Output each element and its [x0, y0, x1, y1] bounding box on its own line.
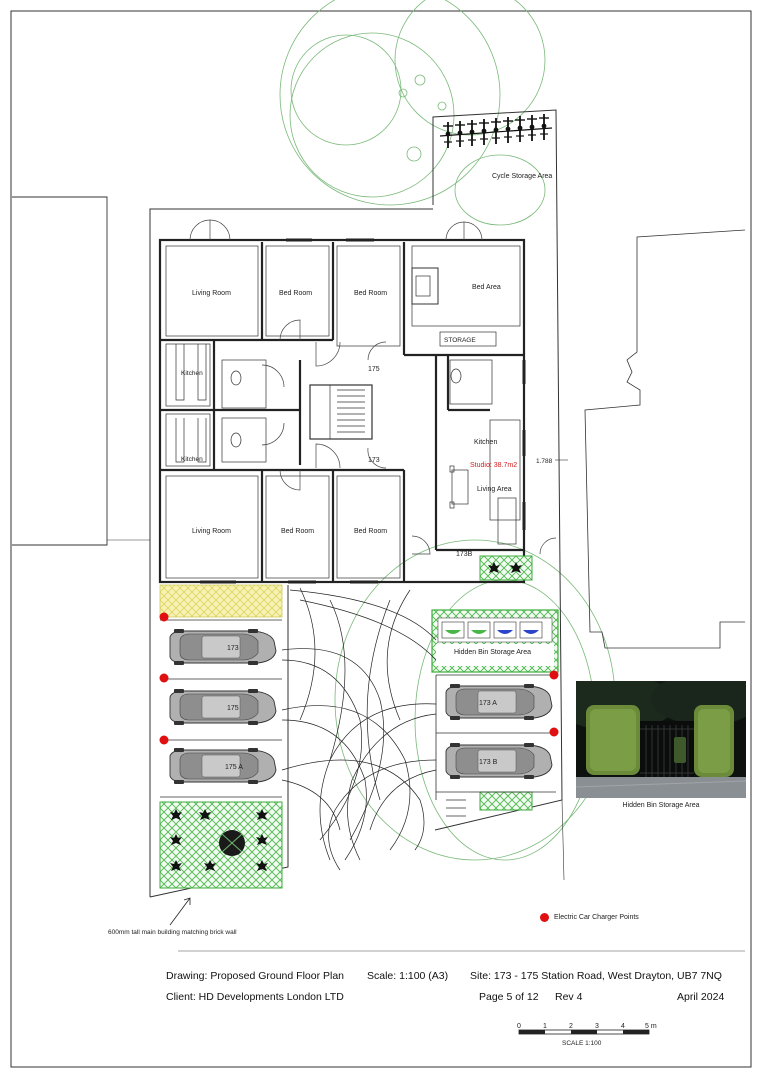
vehicle-swept-paths — [281, 587, 437, 871]
scale-tick: 2 — [569, 1023, 573, 1030]
room-label: Living Room — [192, 528, 231, 535]
wall-note: 600mm tall main building matching brick … — [108, 929, 237, 936]
hidden-bin-storage — [431, 609, 559, 673]
parked-car — [445, 683, 553, 721]
page-number: Page 5 of 12 — [479, 991, 539, 1003]
drawing-title: Drawing: Proposed Ground Floor Plan — [166, 970, 345, 982]
planting-bed-front — [479, 555, 533, 581]
charger-legend-icon — [540, 913, 549, 922]
parked-car — [445, 742, 553, 780]
hidden-bin-label: Hidden Bin Storage Area — [454, 649, 531, 656]
room-label: Living Area — [477, 486, 512, 493]
room-label: Bed Room — [279, 290, 312, 297]
planting-bed-corner — [159, 801, 283, 889]
parked-car — [169, 628, 277, 666]
legend: Electric Car Charger Points — [540, 913, 639, 922]
studio-area-label: Studio: 38.7m2 — [470, 462, 517, 469]
bin-store-photo — [576, 681, 746, 798]
windows — [200, 238, 526, 584]
wall-note-arrow — [169, 897, 191, 926]
building-walls — [158, 238, 526, 584]
drawing-scale: Scale: 1:100 (A3) — [367, 970, 449, 982]
scale-tick: 0 — [517, 1023, 521, 1030]
room-label: Living Room — [192, 290, 231, 297]
parking-bay-number: 173 A — [479, 700, 497, 707]
neighbouring-buildings — [12, 196, 746, 649]
planting-bed-rear — [479, 791, 533, 811]
room-label: Bed Room — [354, 290, 387, 297]
photo-caption: Hidden Bin Storage Area — [622, 802, 700, 809]
bike-stands — [446, 799, 466, 817]
parked-car — [169, 688, 277, 726]
scale-tick: 4 — [621, 1023, 625, 1030]
unit-number: 173B — [456, 551, 473, 558]
room-label: Kitchen — [181, 456, 203, 463]
cycle-storage — [439, 113, 553, 149]
room-label: Bed Room — [354, 528, 387, 535]
interior-fixtures — [165, 245, 521, 579]
parked-car — [169, 747, 277, 785]
parking-bay-number: 173 — [227, 645, 239, 652]
scale-label: SCALE 1:100 — [562, 1040, 602, 1047]
client-name: Client: HD Developments London LTD — [166, 991, 344, 1003]
scale-tick: 3 — [595, 1023, 599, 1030]
scale-bar: 0 1 2 3 4 5 m SCALE 1:100 — [516, 1020, 661, 1050]
parking-bay-number: 175 A — [225, 764, 243, 771]
unit-number: 173 — [368, 457, 380, 464]
legend-label: Electric Car Charger Points — [554, 914, 639, 921]
ev-charger-points — [159, 612, 559, 745]
issue-date: April 2024 — [677, 991, 725, 1003]
parking-bay-number: 175 — [227, 705, 239, 712]
cycle-storage-label: Cycle Storage Area — [492, 173, 552, 180]
door-swings — [189, 219, 557, 555]
scale-tick: 5 m — [645, 1023, 657, 1030]
revision: Rev 4 — [555, 991, 583, 1003]
yellow-hatch-area — [159, 584, 283, 618]
room-label: Bed Room — [281, 528, 314, 535]
dimension-label: 1.788 — [536, 458, 553, 465]
room-label: Bed Area — [472, 284, 501, 291]
room-label: Kitchen — [181, 370, 203, 377]
parking-bay-number: 173 B — [479, 759, 498, 766]
parking-bay-lines — [160, 619, 556, 800]
room-label: Kitchen — [474, 439, 497, 446]
site-address: Site: 173 - 175 Station Road, West Drayt… — [470, 970, 722, 982]
scale-tick: 1 — [543, 1023, 547, 1030]
room-label: STORAGE — [444, 337, 476, 344]
unit-number: 175 — [368, 366, 380, 373]
